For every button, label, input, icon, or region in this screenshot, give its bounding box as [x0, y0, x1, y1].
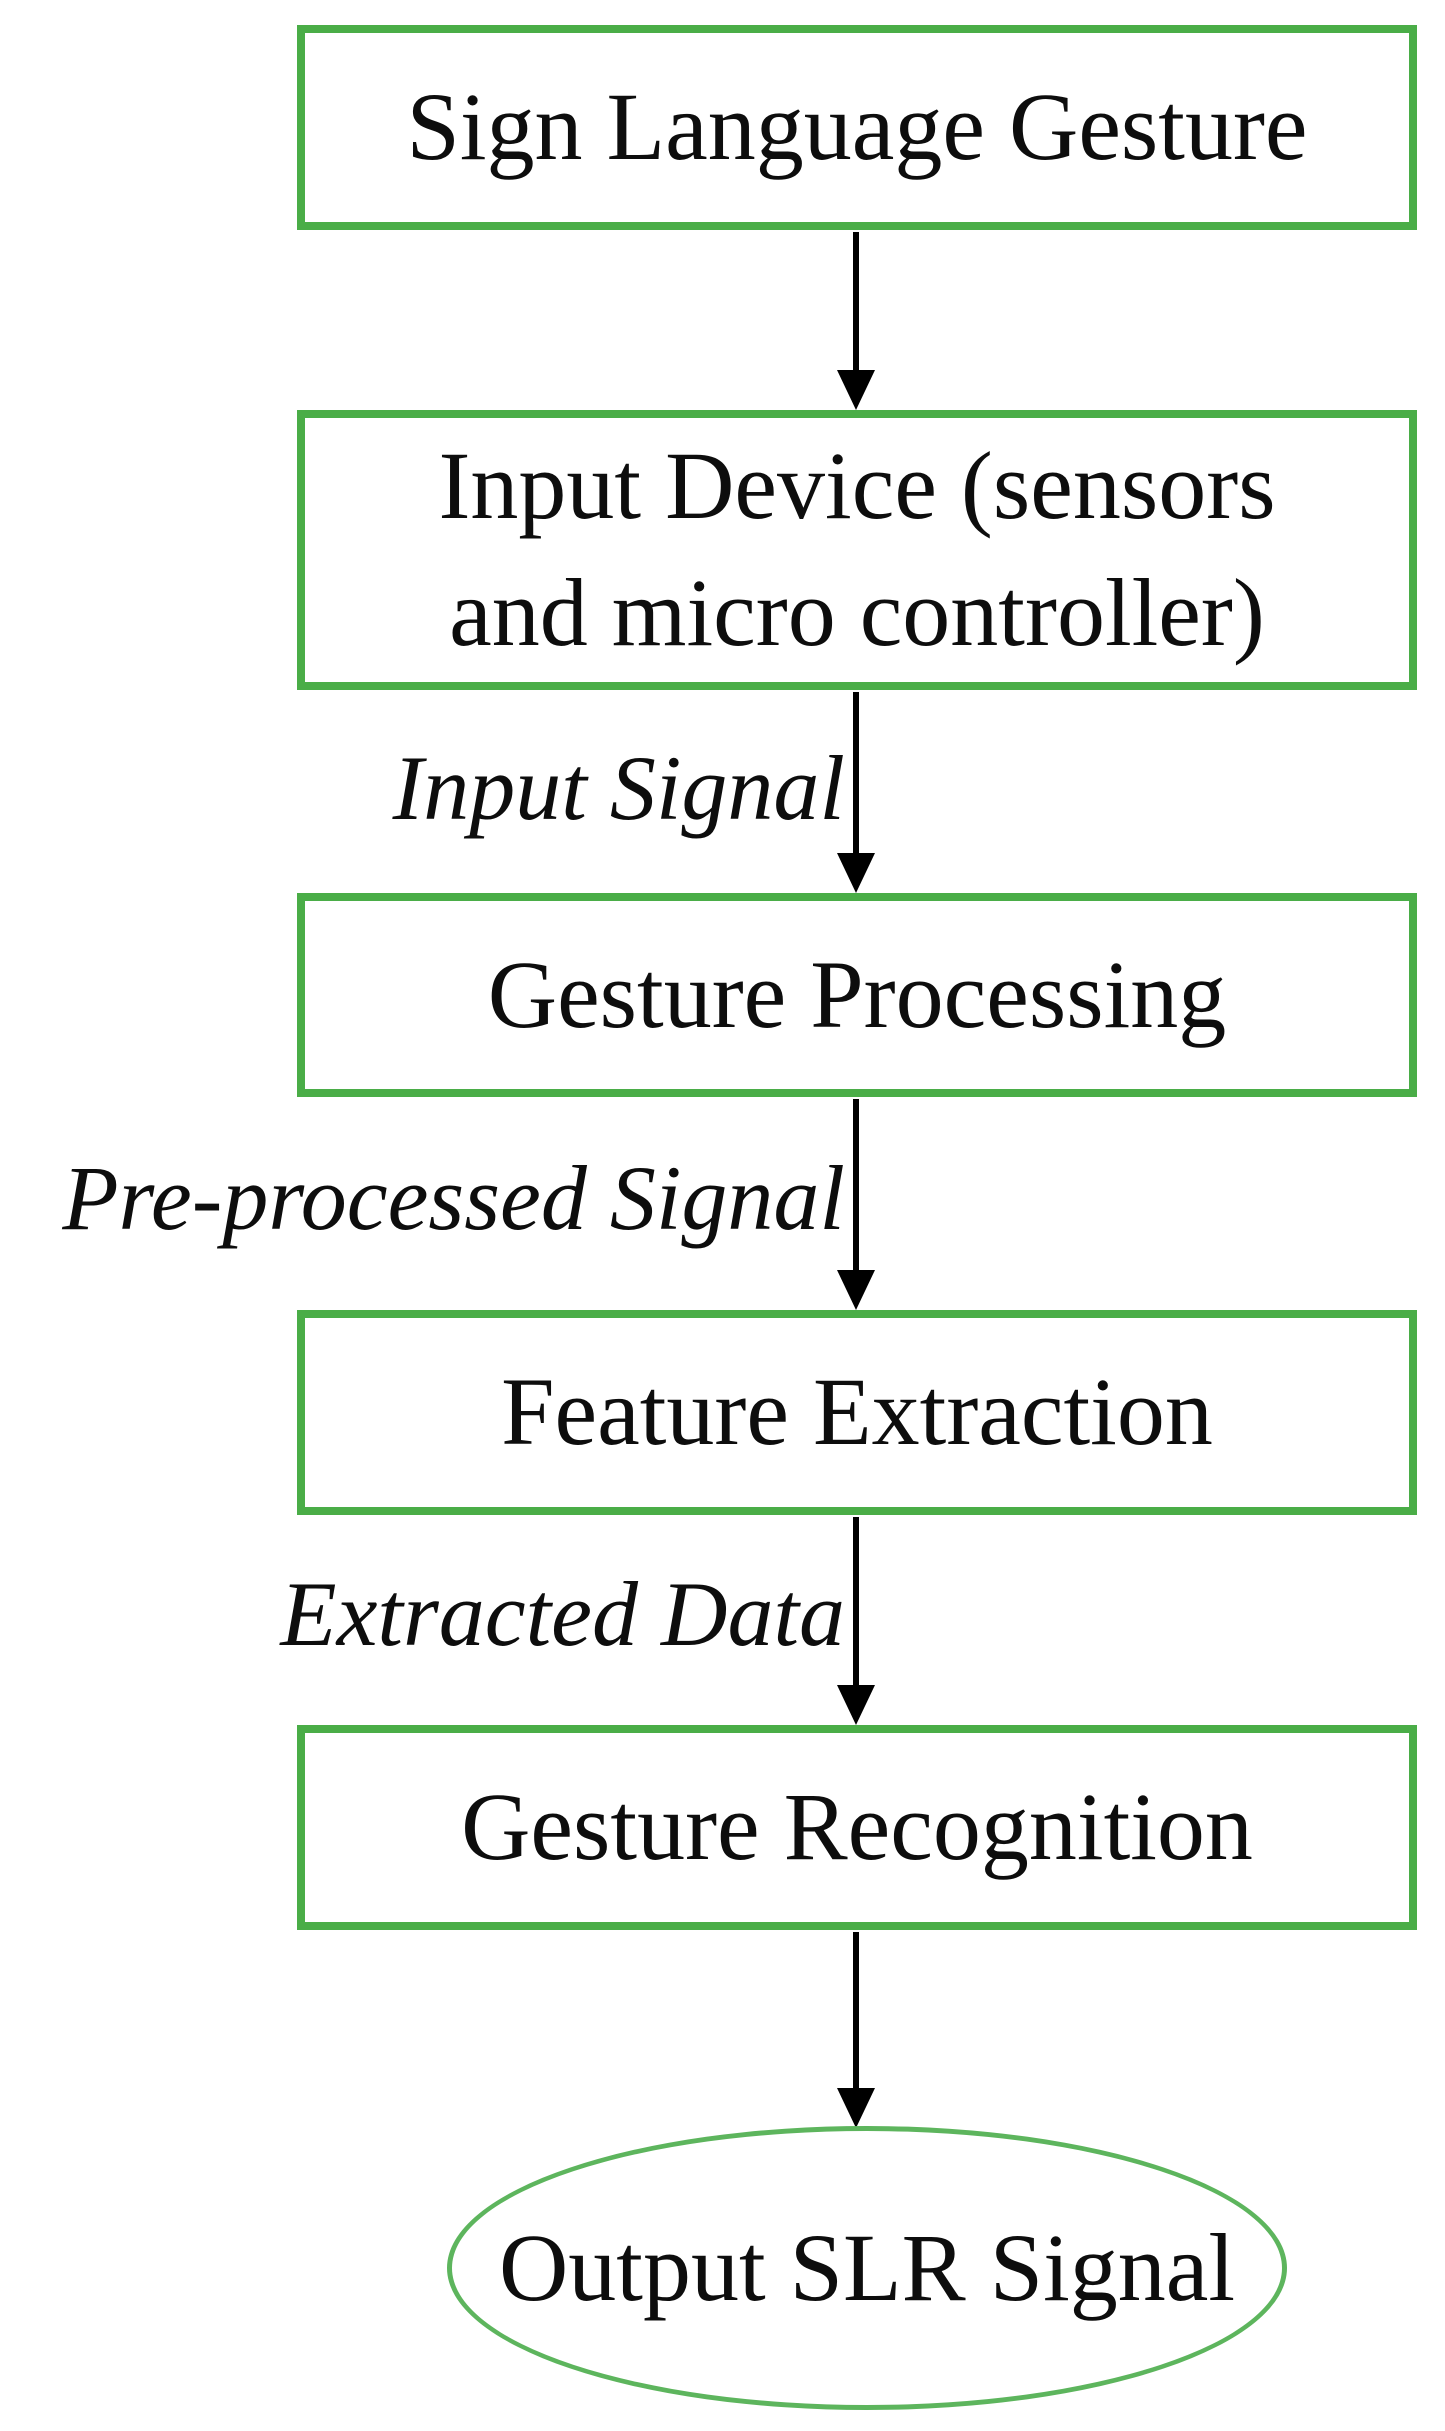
flow-arrow-2: [836, 692, 876, 893]
edge-label-input-signal: Input Signal: [392, 737, 845, 839]
arrow-line: [853, 232, 859, 370]
edge-label-pre-processed-signal: Pre-processed Signal: [62, 1147, 845, 1249]
flow-arrow-5: [836, 1932, 876, 2128]
flow-arrow-1: [836, 232, 876, 410]
node-feature-extraction: Feature Extraction: [297, 1310, 1417, 1515]
node-gesture-recognition: Gesture Recognition: [297, 1725, 1417, 1930]
node-label: Gesture Recognition: [461, 1773, 1253, 1881]
node-label: Feature Extraction: [501, 1358, 1213, 1466]
node-sign-language-gesture: Sign Language Gesture: [297, 25, 1417, 230]
flow-arrow-4: [836, 1517, 876, 1725]
node-input-device: Input Device (sensors and micro controll…: [297, 410, 1417, 690]
node-label: Gesture Processing: [487, 940, 1227, 1048]
flow-arrow-3: [836, 1099, 876, 1310]
arrow-head-icon: [837, 1685, 875, 1725]
edge-label-extracted-data: Extracted Data: [280, 1563, 845, 1665]
node-label: Output SLR Signal: [498, 2213, 1236, 2321]
arrow-head-icon: [837, 853, 875, 893]
arrow-head-icon: [837, 1270, 875, 1310]
node-output-slr-signal: Output SLR Signal: [447, 2126, 1287, 2410]
arrow-line: [853, 1932, 859, 2088]
arrow-head-icon: [837, 370, 875, 410]
arrow-line: [853, 1517, 859, 1685]
node-label: Input Device (sensors and micro controll…: [438, 432, 1276, 666]
arrow-line: [853, 1099, 859, 1270]
node-gesture-processing: Gesture Processing: [297, 893, 1417, 1097]
node-label: Sign Language Gesture: [406, 73, 1308, 181]
arrow-line: [853, 692, 859, 853]
arrow-head-icon: [837, 2088, 875, 2128]
